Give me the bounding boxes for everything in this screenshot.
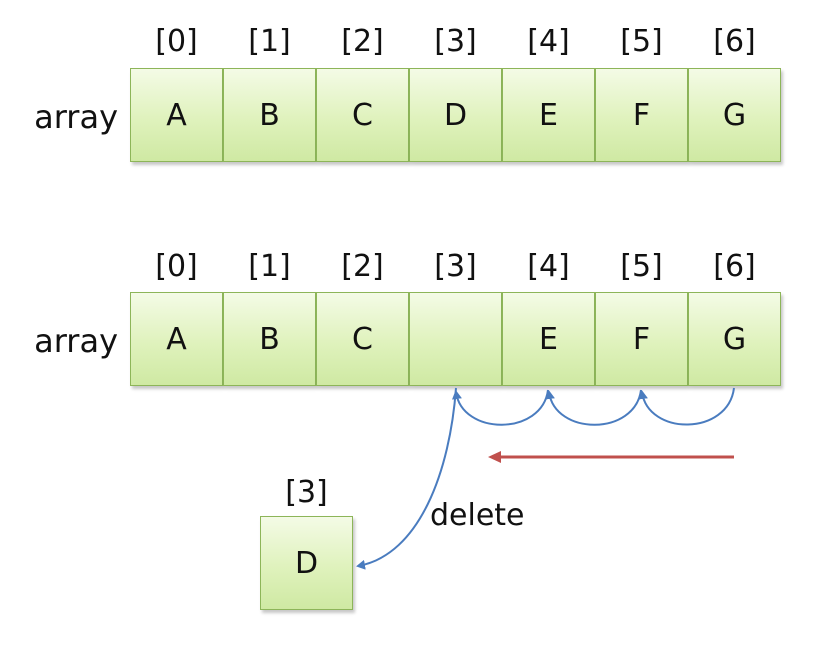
top-index-3: [3] <box>434 24 477 59</box>
top-index-6: [6] <box>713 24 756 59</box>
bottom-cell-4: E <box>502 292 595 386</box>
bottom-index-5: [5] <box>620 249 663 284</box>
bottom-array-label: array <box>34 322 118 360</box>
shift-arrow-6-to-5 <box>638 387 735 426</box>
top-cell-1: B <box>223 68 316 162</box>
bottom-cell-5: F <box>595 292 688 386</box>
top-cell-6: G <box>688 68 781 162</box>
removed-index-label: [3] <box>285 475 328 510</box>
top-array-label: array <box>34 98 118 136</box>
top-index-1: [1] <box>248 24 291 59</box>
bottom-index-0: [0] <box>155 249 198 284</box>
top-cell-5: F <box>595 68 688 162</box>
bottom-cell-3-empty <box>409 292 502 386</box>
bottom-cell-1: B <box>223 292 316 386</box>
top-index-5: [5] <box>620 24 663 59</box>
shift-arrow-5-to-4 <box>545 389 642 426</box>
bottom-index-2: [2] <box>341 249 384 284</box>
top-cell-4: E <box>502 68 595 162</box>
bottom-index-3: [3] <box>434 249 477 284</box>
top-cell-3: D <box>409 68 502 162</box>
bottom-cell-2: C <box>316 292 409 386</box>
bottom-index-4: [4] <box>527 249 570 284</box>
delete-arrow <box>356 387 457 570</box>
removed-cell: D <box>260 516 353 610</box>
top-index-4: [4] <box>527 24 570 59</box>
top-index-2: [2] <box>341 24 384 59</box>
bottom-index-6: [6] <box>713 249 756 284</box>
top-cell-2: C <box>316 68 409 162</box>
delete-label: delete <box>430 498 525 533</box>
shift-arrow-4-to-3 <box>452 389 549 426</box>
top-index-0: [0] <box>155 24 198 59</box>
bottom-cell-0: A <box>130 292 223 386</box>
bottom-cell-6: G <box>688 292 781 386</box>
top-cell-0: A <box>130 68 223 162</box>
bottom-index-1: [1] <box>248 249 291 284</box>
